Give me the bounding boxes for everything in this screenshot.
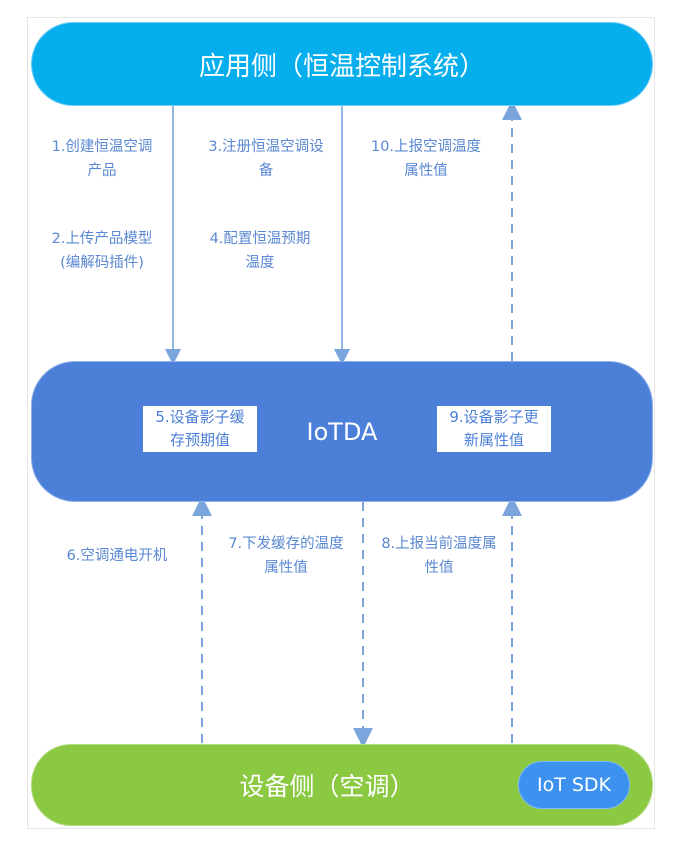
device-side-label: 设备侧（空调） — [239, 772, 415, 801]
step-3-line-1: 3.注册恒温空调设 — [208, 139, 324, 155]
step-1-line-2: 产品 — [87, 163, 117, 179]
iot-sdk-label: IoT SDK — [536, 774, 612, 796]
step-1-label: 1.创建恒温空调 产品 — [36, 135, 168, 183]
step-2-line-1: 2.上传产品模型 — [51, 231, 153, 247]
step-8-line-2: 性值 — [424, 560, 454, 576]
step-3-label: 3.注册恒温空调设 备 — [195, 135, 337, 183]
step-4-line-2: 温度 — [245, 255, 275, 271]
shadow-cache-box: 5.设备影子缓 存预期值 — [143, 406, 257, 452]
app-side-label: 应用侧（恒温控制系统） — [198, 51, 485, 82]
step-6-label: 6.空调通电开机 — [52, 544, 182, 568]
step-10-line-2: 属性值 — [404, 163, 448, 179]
step-4-line-1: 4.配置恒温预期 — [209, 231, 311, 247]
shadow-update-box: 9.设备影子更 新属性值 — [437, 406, 551, 452]
step-2-line-2: (编解码插件) — [60, 255, 144, 271]
step-3-line-2: 备 — [258, 163, 274, 179]
iotda-band: IoTDA — [31, 361, 653, 502]
app-side-band: 应用侧（恒温控制系统） — [31, 22, 653, 106]
iot-sdk-badge: IoT SDK — [518, 761, 630, 809]
step-8-label: 8.上报当前温度属 性值 — [369, 532, 509, 580]
shadow-update-line-1: 9.设备影子更 — [449, 408, 539, 426]
step-10-label: 10.上报空调温度 属性值 — [358, 135, 494, 183]
iotda-label: IoTDA — [306, 417, 378, 446]
shadow-cache-line-1: 5.设备影子缓 — [155, 408, 245, 426]
step-7-label: 7.下发缓存的温度 属性值 — [213, 532, 359, 580]
step-10-line-1: 10.上报空调温度 — [370, 139, 482, 155]
shadow-update-line-2: 新属性值 — [463, 431, 524, 449]
step-8-line-1: 8.上报当前温度属 — [381, 536, 497, 552]
step-6-line-1: 6.空调通电开机 — [66, 548, 168, 564]
diagram-frame — [27, 17, 655, 829]
step-7-line-2: 属性值 — [264, 560, 308, 576]
step-2-label: 2.上传产品模型 (编解码插件) — [36, 227, 168, 275]
step-1-line-1: 1.创建恒温空调 — [51, 139, 153, 155]
step-7-line-1: 7.下发缓存的温度 — [228, 536, 344, 552]
step-4-label: 4.配置恒温预期 温度 — [195, 227, 325, 275]
shadow-cache-line-2: 存预期值 — [169, 431, 230, 449]
